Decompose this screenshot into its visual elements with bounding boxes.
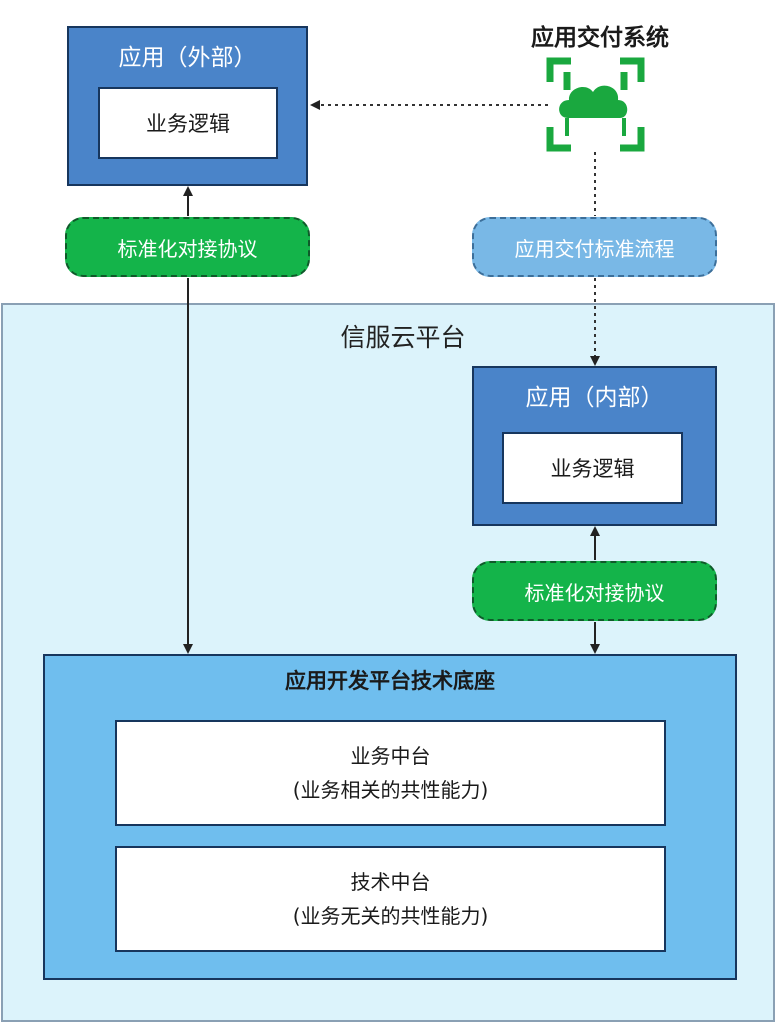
protocol-external-pill: 标准化对接协议 xyxy=(65,217,310,277)
external-app-box: 应用（外部） 业务逻辑 xyxy=(67,26,308,186)
business-center-desc: (业务相关的共性能力) xyxy=(292,778,489,802)
platform-title: 信服云平台 xyxy=(340,323,466,352)
tech-center-box: 技术中台 (业务无关的共性能力) xyxy=(115,846,666,952)
internal-app-box: 应用（内部） 业务逻辑 xyxy=(472,366,717,526)
business-center-title: 业务中台 xyxy=(350,744,431,768)
external-app-title: 应用（外部） xyxy=(118,45,257,71)
business-center-box: 业务中台 (业务相关的共性能力) xyxy=(115,720,666,826)
cloud-shape xyxy=(559,85,628,118)
delivery-process-pill: 应用交付标准流程 xyxy=(472,217,717,277)
internal-business-logic: 业务逻辑 xyxy=(502,432,683,504)
tech-center-title: 技术中台 xyxy=(350,870,431,894)
tech-center-desc: (业务无关的共性能力) xyxy=(292,904,489,928)
internal-app-title: 应用（内部） xyxy=(525,385,664,411)
protocol-internal-pill: 标准化对接协议 xyxy=(472,561,717,621)
cloud-delivery-icon xyxy=(546,57,645,152)
external-business-logic: 业务逻辑 xyxy=(98,87,278,159)
dev-platform-base-title: 应用开发平台技术底座 xyxy=(285,669,495,693)
delivery-system-title: 应用交付系统 xyxy=(531,25,669,51)
